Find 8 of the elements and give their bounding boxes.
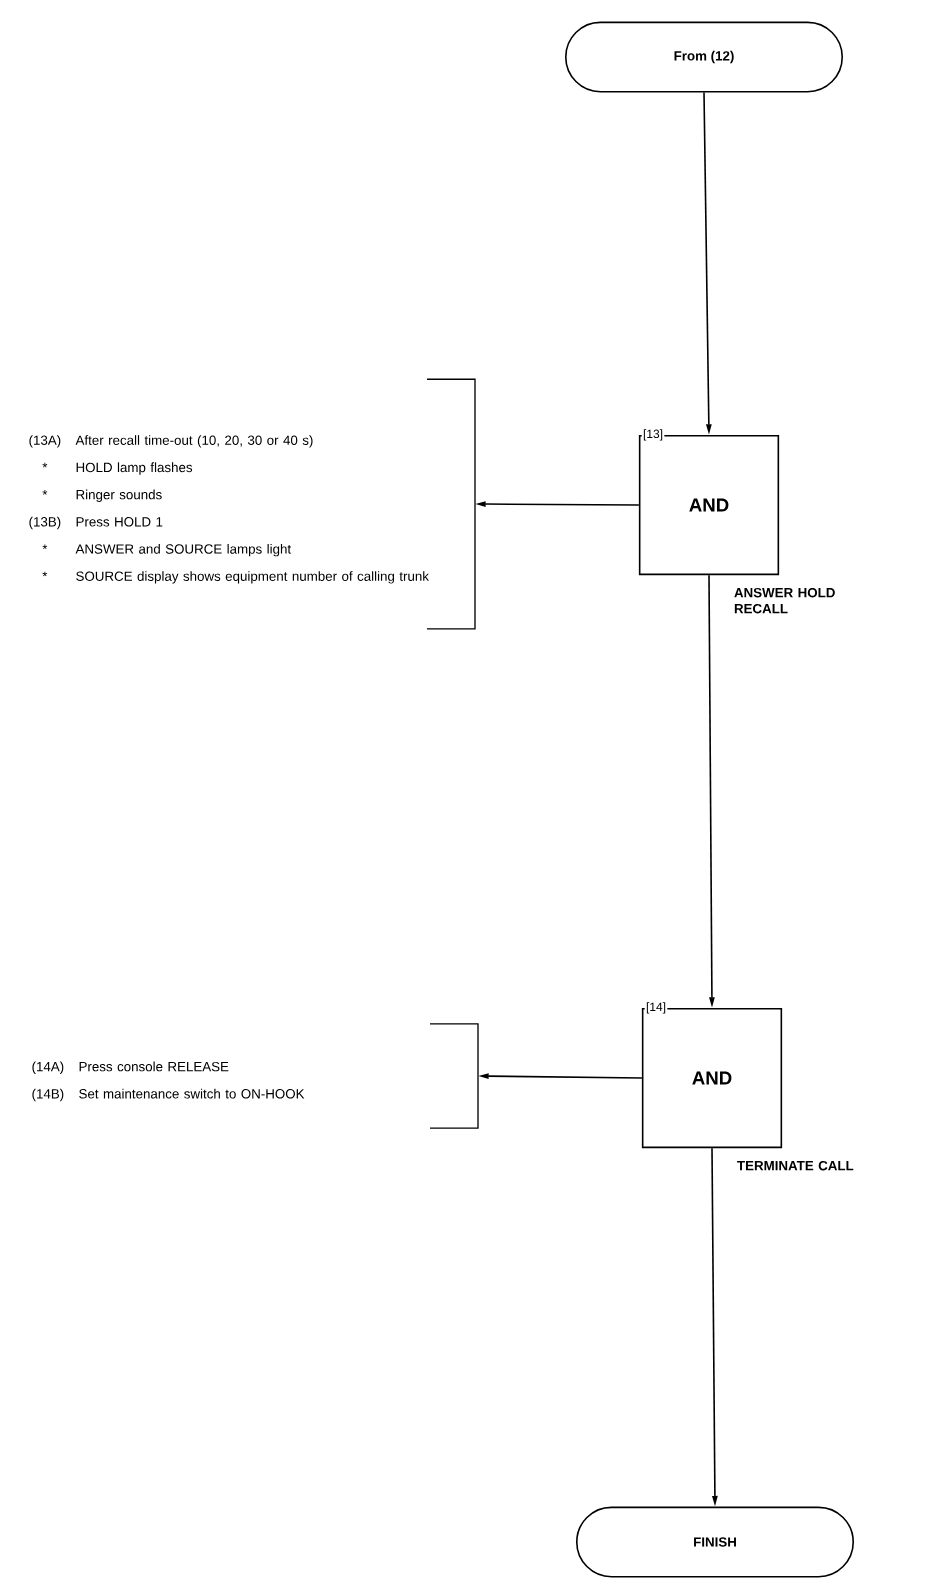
step-number: [14]: [644, 1000, 668, 1015]
bracketed-note: (13A) After recall time-out (10, 20, 30 or 40 s) * HOLD lamp flashes * Ringer sounds (13B) Press HOLD 1 * ANSWER and SOURCE lamps light * SOURCE display shows equipment number of calling trunk: [29, 378, 476, 630]
bracketed-note: (14A) Press console RELEASE (14B) Set maintenance switch to ON-HOOK: [32, 1023, 479, 1129]
step-number: [13]: [641, 427, 665, 442]
terminal-box: FINISH: [576, 1506, 855, 1578]
terminal-box: From (12): [565, 21, 844, 93]
state-label: ANSWER HOLD RECALL: [734, 587, 835, 614]
state-label: TERMINATE CALL: [737, 1160, 854, 1171]
